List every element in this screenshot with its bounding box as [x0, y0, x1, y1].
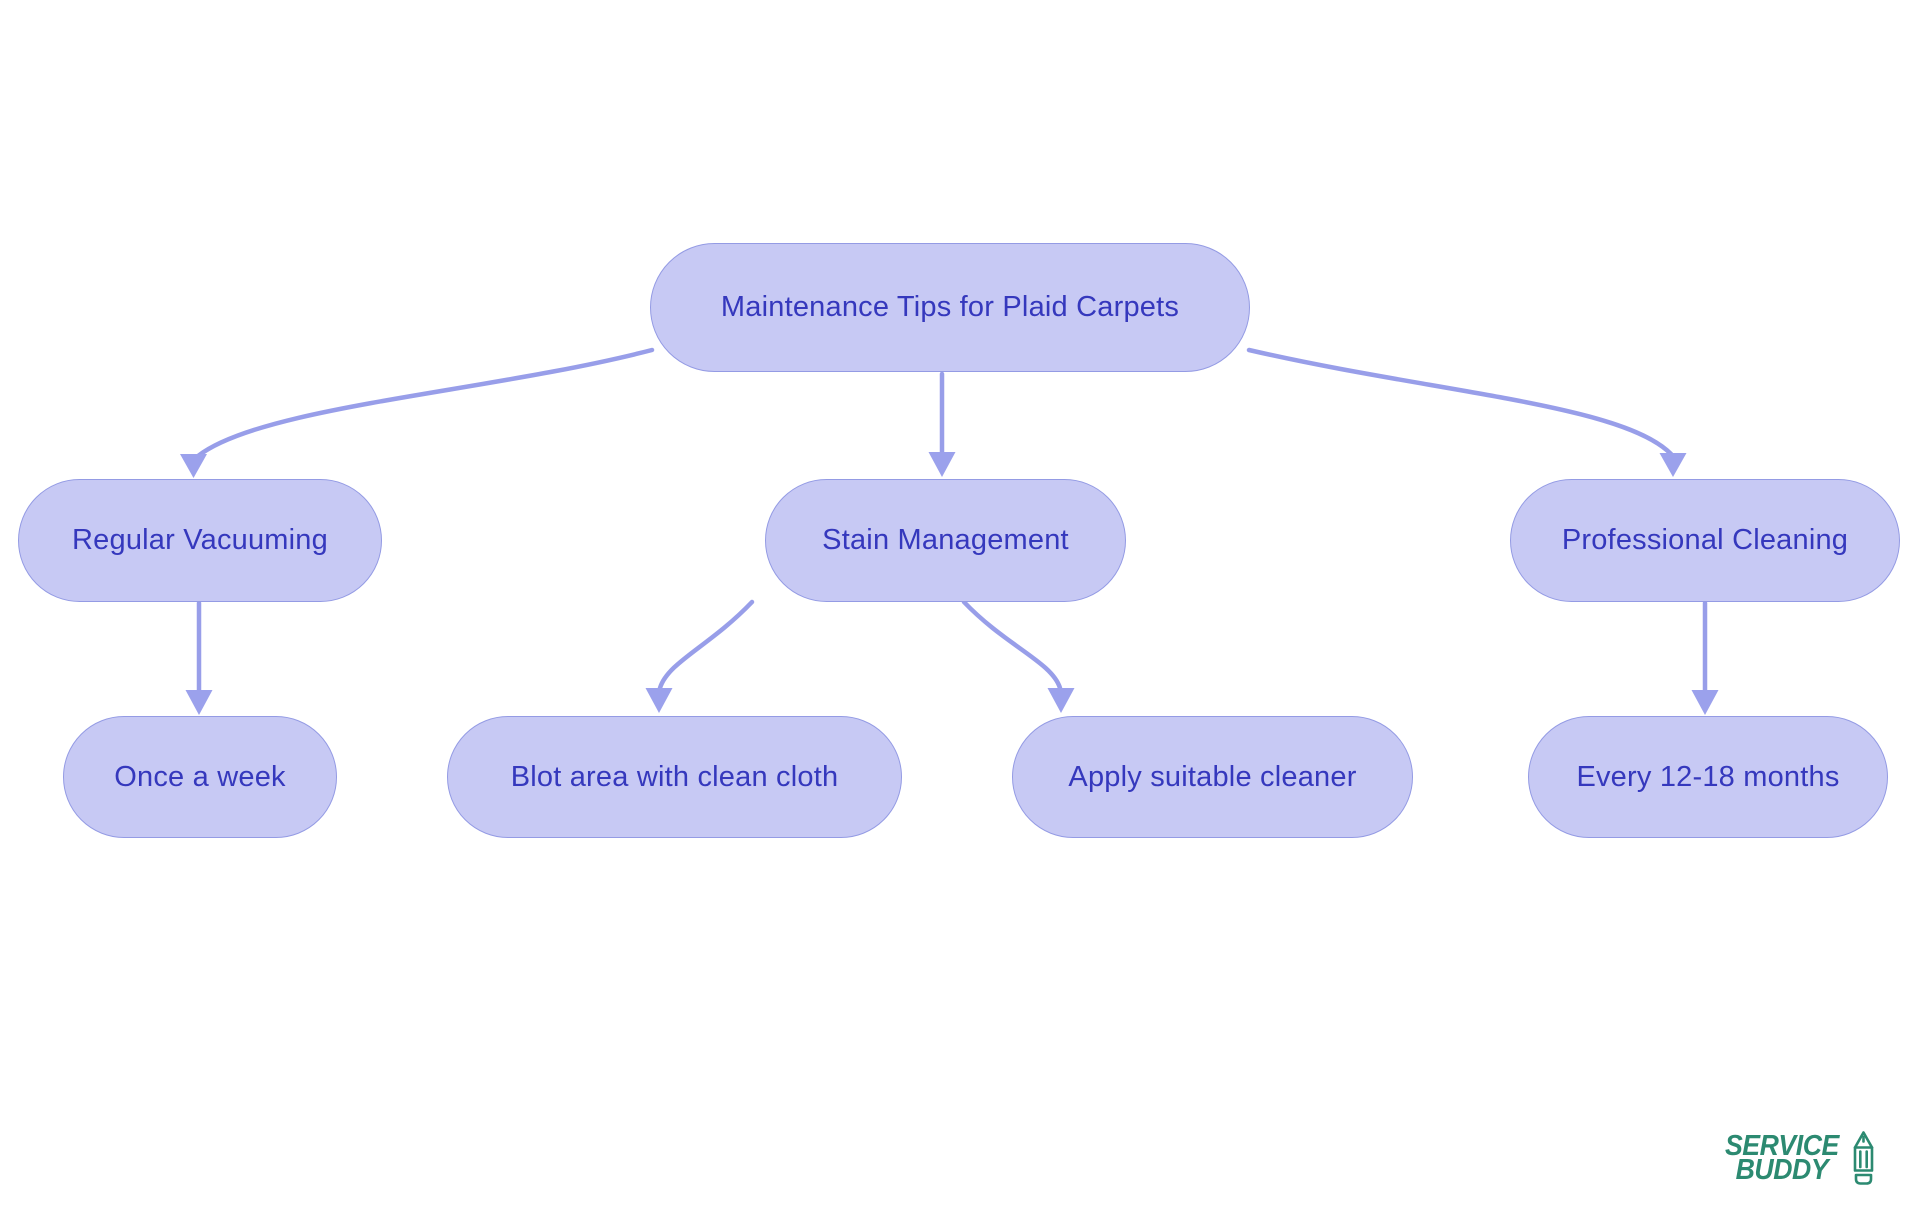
node-stain-management-label: Stain Management: [822, 524, 1069, 556]
node-professional-cleaning-label: Professional Cleaning: [1561, 524, 1849, 556]
node-professional-cleaning: Professional Cleaning: [1510, 479, 1900, 602]
node-once-a-week-label: Once a week: [114, 760, 286, 793]
node-regular-vacuuming: Regular Vacuuming: [18, 479, 382, 602]
edge-stain-to-blot: [645, 599, 755, 713]
node-apply-cleaner-label: Apply suitable cleaner: [1068, 760, 1357, 793]
edge-root-to-regular: [180, 347, 655, 478]
edge-stain-to-apply: [961, 599, 1075, 713]
node-apply-cleaner: Apply suitable cleaner: [1012, 716, 1413, 838]
edge-regular-to-once: [185, 600, 213, 715]
node-stain-management: Stain Management: [765, 479, 1126, 602]
node-blot-area-label: Blot area with clean cloth: [510, 760, 839, 793]
node-blot-area: Blot area with clean cloth: [447, 716, 902, 838]
node-once-a-week: Once a week: [63, 716, 337, 838]
node-regular-vacuuming-label: Regular Vacuuming: [72, 524, 328, 556]
service-buddy-logo: SERVICE BUDDY: [1720, 1130, 1876, 1187]
logo-word-service: SERVICE: [1725, 1129, 1840, 1162]
service-buddy-wordmark: SERVICE BUDDY: [1725, 1129, 1840, 1186]
pencil-icon: [1851, 1130, 1876, 1187]
node-every-12-18-months-label: Every 12-18 months: [1576, 760, 1840, 793]
node-root-label: Maintenance Tips for Plaid Carpets: [720, 291, 1180, 323]
logo-word-buddy: BUDDY: [1735, 1153, 1829, 1186]
edge-professional-to-every: [1691, 600, 1719, 715]
node-every-12-18-months: Every 12-18 months: [1528, 716, 1888, 838]
edge-root-to-stain: [928, 371, 956, 477]
edge-root-to-professional: [1246, 347, 1687, 477]
node-root: Maintenance Tips for Plaid Carpets: [650, 243, 1250, 372]
